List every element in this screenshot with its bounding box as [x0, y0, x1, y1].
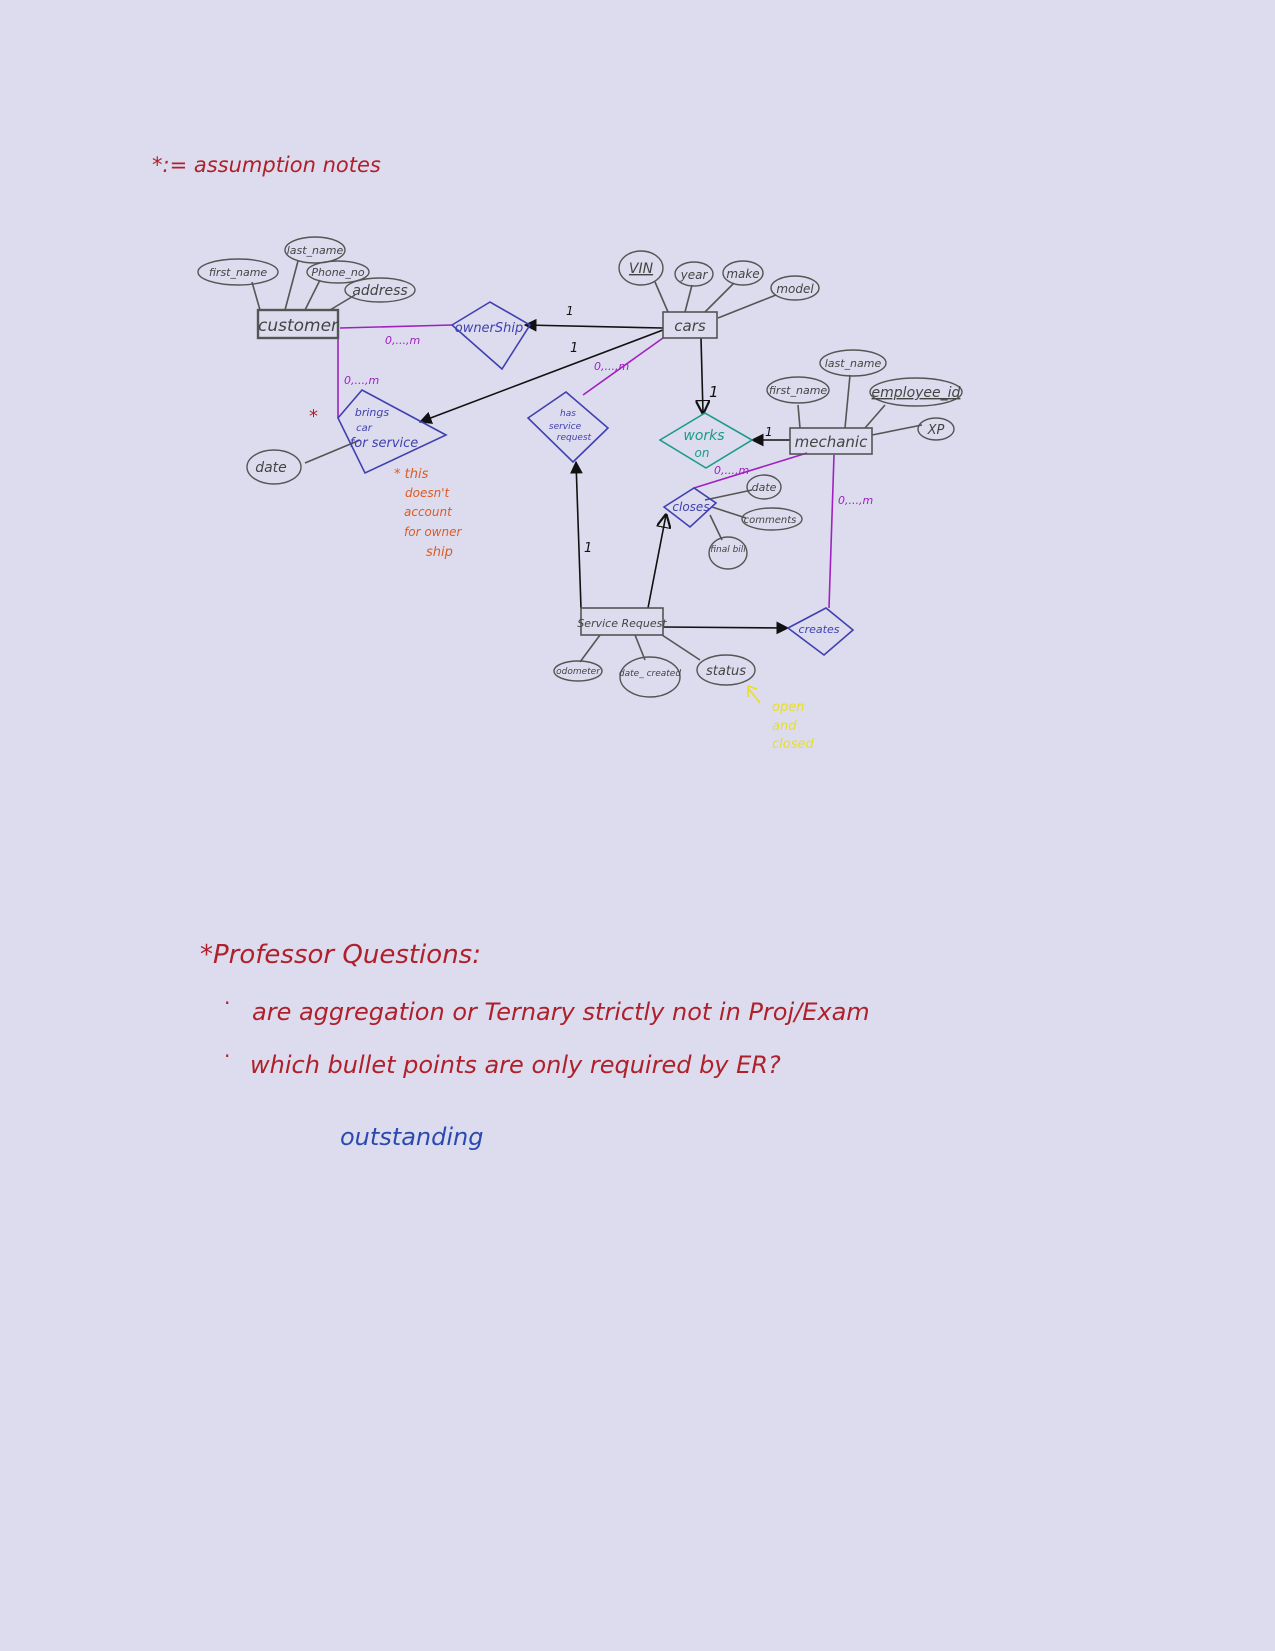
attr-sr-date-created: date_ created: [619, 669, 681, 679]
brings-note-line3: account: [404, 505, 453, 519]
question-bullet-2: ·: [224, 1044, 230, 1068]
attr-closes-comments: comments: [744, 515, 797, 526]
card-customer-brings: 0,...,m: [344, 374, 379, 387]
has-label-line1: has: [560, 409, 576, 419]
attr-sr-odometer: odometer: [556, 667, 601, 677]
card-cars-works: 1: [709, 383, 719, 401]
entity-cars: cars: [662, 311, 718, 339]
closes-attributes: date comments final bill: [708, 474, 803, 570]
card-cars-brings: 1: [570, 341, 578, 356]
attr-cars-vin: VIN: [629, 261, 654, 277]
card-cars-ownership: 1: [566, 304, 574, 318]
assumption-star: *: [309, 406, 318, 427]
cardinality-labels: 0,...,m 1 0,...,m 1 0,...,m 1 1 0,...,m …: [344, 304, 873, 556]
service-request-attributes: odometer date_ created status: [553, 654, 756, 698]
attr-closes-final-bill: final bill: [710, 545, 746, 555]
customer-attributes: first_name last_name Phone_no address: [197, 236, 416, 303]
relationship-has-service-request: has service request: [526, 390, 610, 464]
status-note-line1: open: [772, 700, 804, 715]
attr-brings-date: date: [255, 460, 287, 476]
relationship-ownership: ownerShip: [450, 301, 532, 371]
assumption-notes-legend: *:= assumption notes: [152, 153, 381, 177]
cars-attributes: VIN year make model: [618, 250, 820, 301]
questions-title: *Professor Questions:: [200, 940, 481, 970]
has-label-line3: request: [557, 433, 592, 443]
entity-mechanic: mechanic: [789, 427, 873, 455]
card-mechanic-closes: 0,...,m: [714, 464, 749, 477]
attr-closes-date: date: [752, 481, 777, 494]
relationship-brings-car-for-service: brings car for service: [337, 388, 448, 475]
attr-customer-first-name: first_name: [209, 266, 268, 279]
relationship-ownership-label: ownerShip: [455, 321, 524, 336]
brings-attributes: date: [246, 449, 302, 485]
attr-mechanic-last-name: last_name: [825, 357, 882, 370]
brings-note-line2: doesn't: [405, 486, 450, 500]
card-mechanic-works: 1: [765, 425, 773, 439]
card-cars-has: 0,...,m: [594, 360, 629, 373]
relationship-creates: creates: [786, 607, 855, 657]
card-sr-has: 1: [584, 541, 592, 556]
entity-mechanic-label: mechanic: [795, 433, 868, 451]
relationship-creates-label: creates: [799, 623, 840, 636]
question-item-1: are aggregation or Ternary strictly not …: [252, 998, 870, 1026]
works-on-label-line2: on: [695, 446, 710, 460]
card-mechanic-creates: 0,...,m: [838, 494, 873, 507]
brings-note-line4: for owner: [404, 525, 462, 539]
entity-service-request: Service Request: [577, 607, 667, 636]
entity-cars-label: cars: [674, 317, 706, 335]
card-customer-ownership: 0,...,m: [385, 334, 420, 347]
works-on-label-line1: works: [683, 428, 724, 444]
brings-label-line2: car: [356, 423, 373, 434]
brings-label-line3: for service: [350, 436, 419, 451]
attr-customer-phone-no: Phone_no: [311, 266, 365, 279]
attr-cars-model: model: [776, 282, 814, 296]
attr-customer-last-name: last_name: [287, 244, 344, 257]
outstanding-note: outstanding: [340, 1123, 483, 1151]
has-label-line2: service: [549, 422, 582, 432]
entity-customer-label: customer: [258, 316, 339, 336]
attr-cars-make: make: [726, 267, 759, 281]
attr-mechanic-xp: XP: [927, 423, 945, 438]
entity-service-request-label: Service Request: [577, 617, 667, 630]
brings-assumption-note: * this doesn't account for owner ship: [394, 467, 462, 560]
relationship-closes: closes: [662, 487, 718, 529]
attr-customer-address: address: [352, 283, 407, 299]
status-note-line2: and: [772, 719, 797, 734]
attr-cars-year: year: [680, 268, 709, 282]
status-note-line3: closed: [772, 737, 814, 752]
relationship-closes-label: closes: [672, 500, 709, 514]
relationship-works-on: works on: [658, 412, 754, 469]
attr-mechanic-first-name: first_name: [769, 384, 828, 397]
question-bullet-1: ·: [224, 991, 230, 1015]
attr-sr-status: status: [706, 664, 746, 679]
entity-customer: customer: [256, 308, 340, 340]
attr-mechanic-employee-id: employee_id: [872, 385, 961, 401]
mechanic-attributes: first_name last_name employee_id XP: [766, 349, 963, 441]
brings-note-line1: * this: [394, 467, 429, 482]
status-note: open and closed: [747, 684, 814, 752]
brings-label-line1: brings: [355, 406, 390, 419]
brings-note-line5: ship: [426, 545, 453, 560]
connection-lines: [251, 260, 923, 663]
professor-questions: *Professor Questions: · are aggregation …: [200, 940, 870, 1151]
question-item-2: which bullet points are only required by…: [250, 1051, 781, 1079]
